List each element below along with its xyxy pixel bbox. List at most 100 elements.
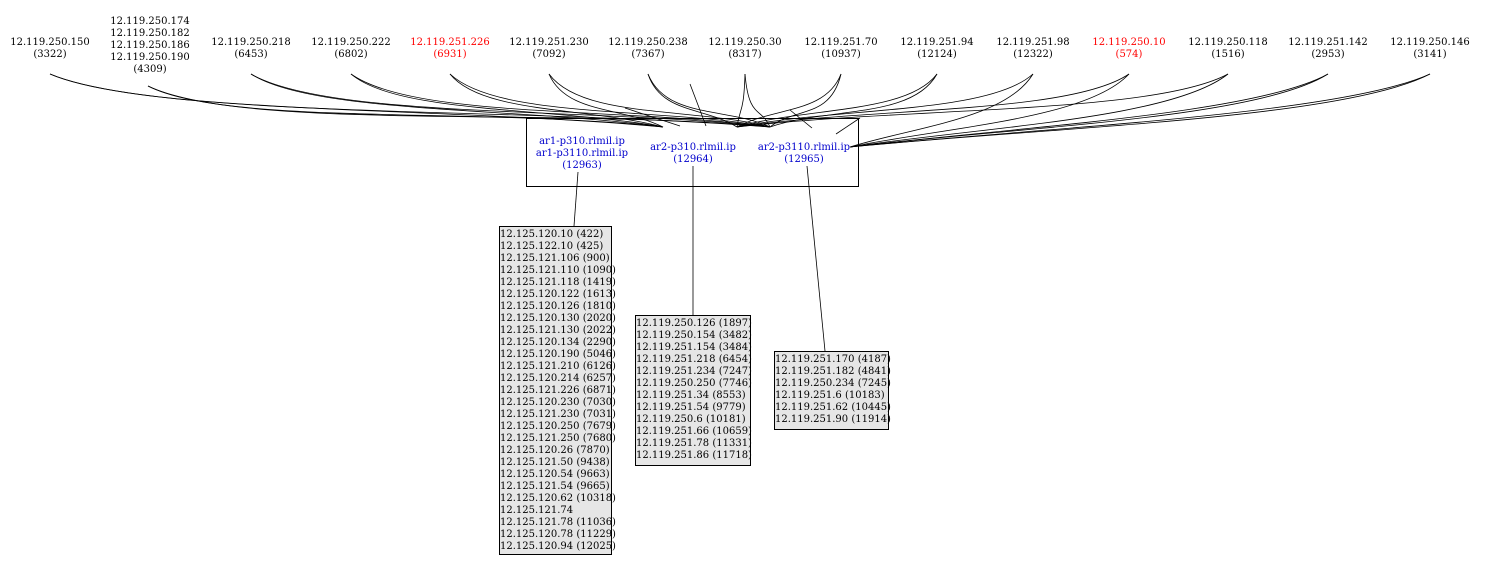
peer-asn: (10937) — [821, 49, 861, 60]
peer-edge — [849, 73, 1034, 148]
peer-ip: 12.119.250.118 — [1188, 37, 1268, 48]
peer-asn: (2953) — [1311, 49, 1345, 60]
list-item: 12.119.251.34 (8553) — [636, 390, 746, 401]
peer-asn: (1516) — [1211, 49, 1245, 60]
peer-ip: 12.119.250.222 — [311, 37, 391, 48]
peer-node[interactable]: 12.119.251.142 (2953) — [1280, 37, 1376, 61]
peer-ip: 12.119.251.142 — [1288, 37, 1368, 48]
router-node-ar2-p310[interactable]: ar2-p310.rlmil.ip (12964) — [640, 142, 746, 166]
peer-asn: (4309) — [133, 64, 167, 75]
list-item: 12.119.251.54 (9779) — [636, 402, 746, 413]
list-item: 12.119.251.218 (6454) — [636, 354, 752, 365]
list-item: 12.119.251.6 (10183) — [775, 390, 885, 401]
router-list-edge — [806, 165, 826, 352]
list-item: 12.119.250.154 (3482) — [636, 330, 752, 341]
list-item: 12.119.250.234 (7245) — [775, 378, 891, 389]
peer-node[interactable]: 12.119.250.218 (6453) — [203, 37, 299, 61]
peer-edge — [849, 73, 1431, 148]
peer-ip: 12.119.251.230 — [509, 37, 589, 48]
peer-node[interactable]: 12.119.250.30 (8317) — [697, 37, 793, 61]
peer-edge — [849, 73, 1329, 148]
peer-edge — [647, 73, 738, 128]
peer-edge — [548, 73, 771, 128]
peer-node[interactable]: 12.119.251.70 (10937) — [793, 37, 889, 61]
list-item: 12.125.120.126 (1810) — [500, 301, 616, 312]
peer-ip: 12.119.251.70 — [804, 37, 878, 48]
peer-edge — [736, 73, 842, 128]
peer-node[interactable]: 12.119.250.10 (574) — [1081, 37, 1177, 61]
list-item: 12.125.121.106 (900) — [500, 253, 610, 264]
peer-node[interactable]: 12.119.250.238 (7367) — [600, 37, 696, 61]
router-node-ar1[interactable]: ar1-p310.rlmil.ip ar1-p3110.rlmil.ip (12… — [532, 136, 632, 172]
peer-edge — [250, 73, 664, 128]
list-item: 12.119.251.182 (4841) — [775, 366, 891, 377]
list-item: 12.119.250.126 (1897) — [636, 318, 752, 329]
list-item: 12.125.120.78 (11229) — [500, 529, 616, 540]
peer-edge — [736, 73, 746, 128]
list-item: 12.125.120.62 (10318) — [500, 493, 616, 504]
list-item: 12.125.121.118 (1419) — [500, 277, 616, 288]
peer-ip: 12.119.251.226 — [410, 37, 490, 48]
peer-node[interactable]: 12.119.250.118 (1516) — [1180, 37, 1276, 61]
peer-ip: 12.119.250.174 — [110, 16, 190, 27]
peer-edge — [250, 73, 771, 128]
peer-edge — [548, 73, 664, 128]
peer-edge — [736, 73, 938, 128]
list-item: 12.125.121.50 (9438) — [500, 457, 610, 468]
list-item: 12.119.251.234 (7247) — [636, 366, 752, 377]
list-item: 12.125.121.210 (6126) — [500, 361, 616, 372]
peer-ip: 12.119.250.30 — [708, 37, 782, 48]
peer-asn: (12322) — [1013, 49, 1053, 60]
list-item: 12.125.121.250 (7680) — [500, 433, 616, 444]
peer-ip: 12.119.250.218 — [211, 37, 291, 48]
list-item: 12.125.120.10 (422) — [500, 229, 604, 240]
peer-ip: 12.119.250.186 — [110, 40, 190, 51]
router-edge — [689, 83, 707, 127]
list-item: 12.125.120.130 (2020) — [500, 313, 616, 324]
peer-asn: (12124) — [917, 49, 957, 60]
peer-edge — [849, 73, 1229, 148]
list-item: 12.125.121.130 (2022) — [500, 325, 616, 336]
list-item: 12.119.251.170 (4187) — [775, 354, 891, 365]
peer-node[interactable]: 12.119.251.94 (12124) — [889, 37, 985, 61]
peer-asn: (574) — [1115, 49, 1143, 60]
peer-ip: 12.119.250.146 — [1390, 37, 1470, 48]
peer-asn: (6931) — [433, 49, 467, 60]
list-item: 12.125.120.214 (6257) — [500, 373, 616, 384]
list-item: 12.125.120.94 (12025) — [500, 541, 616, 552]
router-edge — [624, 107, 681, 127]
list-item: 12.125.121.54 (9665) — [500, 481, 610, 492]
router-id: (12964) — [673, 154, 713, 165]
peer-asn: (7092) — [532, 49, 566, 60]
peer-asn: (3322) — [33, 49, 67, 60]
router-name: ar1-p3110.rlmil.ip — [535, 148, 629, 159]
peer-edge — [147, 85, 771, 128]
peer-asn: (6802) — [334, 49, 368, 60]
peer-edge — [736, 73, 1034, 128]
list-item: 12.125.121.226 (6871) — [500, 385, 616, 396]
peer-ip: 12.119.251.94 — [900, 37, 974, 48]
list-item: 12.119.251.90 (11914) — [775, 414, 891, 425]
peer-node[interactable]: 12.119.251.230 (7092) — [501, 37, 597, 61]
router-id: (12965) — [784, 154, 824, 165]
router-edge — [835, 117, 861, 135]
list-item: 12.125.120.122 (1613) — [500, 289, 616, 300]
peer-node[interactable]: 12.119.250.146 (3141) — [1382, 37, 1478, 61]
peer-asn: (6453) — [234, 49, 268, 60]
peer-node[interactable]: 12.119.250.150 (3322) — [2, 37, 98, 61]
peer-node[interactable]: 12.119.251.226 (6931) — [402, 37, 498, 61]
peer-node[interactable]: 12.119.250.222 (6802) — [303, 37, 399, 61]
router-id: (12963) — [562, 160, 602, 171]
list-item: 12.125.120.250 (7679) — [500, 421, 616, 432]
peer-node[interactable]: 12.119.251.98 (12322) — [985, 37, 1081, 61]
router-node-ar2-p3110[interactable]: ar2-p3110.rlmil.ip (12965) — [750, 142, 858, 166]
list-item: 12.119.251.66 (10659) — [636, 426, 752, 437]
peer-ip: 12.119.250.238 — [608, 37, 688, 48]
list-item: 12.125.120.230 (7030) — [500, 397, 616, 408]
router-list-edge — [573, 171, 579, 227]
router-name: ar2-p3110.rlmil.ip — [757, 142, 851, 153]
peer-node[interactable]: 12.119.250.174 12.119.250.182 12.119.250… — [102, 16, 198, 76]
list-item: 12.125.120.134 (2290) — [500, 337, 616, 348]
list-item: 12.119.251.62 (10445) — [775, 402, 891, 413]
